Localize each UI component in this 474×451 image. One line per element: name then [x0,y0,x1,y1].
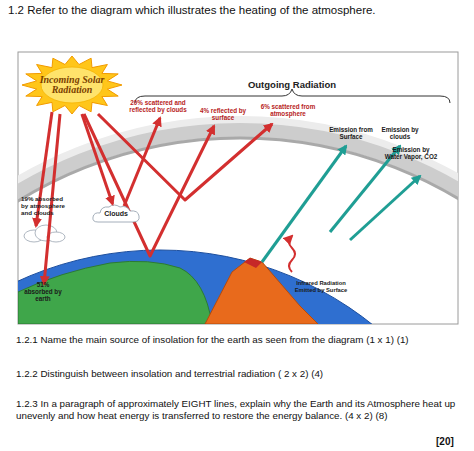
heading-label: Outgoing Radiation [240,80,344,91]
earth-ocean [18,250,458,324]
percent-label: 20% scattered and reflected by clouds [118,99,198,113]
atmosphere-band [18,130,458,324]
radiation-arrow [98,114,272,200]
percent-label: 4% reflected by surface [196,107,250,121]
infrared-arrow [289,236,295,272]
page-title: 1.2 Refer to the diagram which illustrat… [8,4,468,17]
emission-arrow [262,146,346,262]
percent-label: 6% scattered from atmosphere [256,103,320,117]
percent-label: 51% absorbed by earth [22,281,64,303]
cloud-node: Clouds [92,204,140,224]
node-label: Clouds [104,210,128,217]
percent-label: 19% absorbed by atmosphere and clouds [21,195,71,216]
radiation-connector [82,114,113,204]
node-text-holder: Clouds [92,204,140,224]
question-text: 1.2.1 Name the main source of insolation… [16,334,472,345]
question-text: 1.2.2 Distinguish between insolation and… [16,368,472,379]
infrared-label: Infrared Radiation Emitted by Surface [294,280,348,293]
emission-label: Emission from Surface [326,126,376,140]
mountain-top [244,258,262,268]
question-text: 1.2.3 In a paragraph of approximately EI… [16,398,460,422]
emission-label: Emission by clouds [372,126,428,140]
scene [18,112,458,324]
cloud-shape [93,205,139,222]
emission-arrow [350,176,420,240]
node-text-holder: Incoming Solar Radiation [22,56,122,114]
node-label: Incoming Solar Radiation [22,75,122,96]
radiation-arrow [124,118,160,206]
small-cloud [24,225,65,242]
earth-land [18,261,212,324]
radiation-arrow [84,114,214,256]
atmosphere-outer [18,120,458,324]
atmosphere-edge [18,138,458,324]
sun-node: Incoming Solar Radiation [22,56,122,114]
mark-total: [20] [436,436,466,448]
emission-label: Emission by Water Vapor, CO2 [384,146,438,160]
sun-rays [22,56,122,114]
diagram-frame [18,52,458,324]
